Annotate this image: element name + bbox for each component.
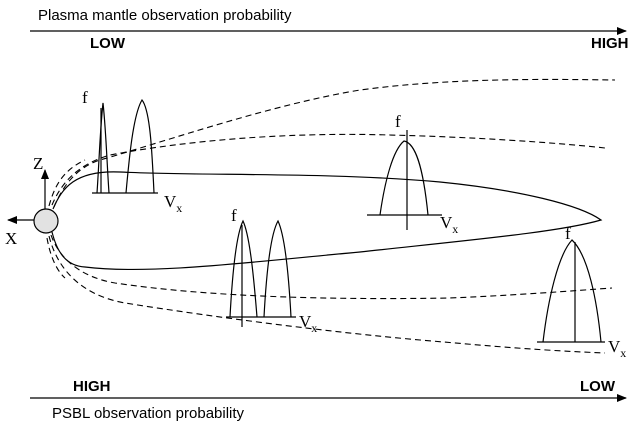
field-line-upper-outer <box>53 78 616 208</box>
field-line-upper-near <box>48 159 86 207</box>
dist3-v-label: Vx <box>299 312 317 335</box>
top-scale-title: Plasma mantle observation probability <box>38 7 292 24</box>
z-axis-label: Z <box>33 154 43 173</box>
dist3-f-label: f <box>231 206 237 225</box>
bottom-scale-high-label: HIGH <box>73 378 111 395</box>
dist1-peak-narrow <box>96 102 110 194</box>
dist4-v-label: Vx <box>608 337 626 360</box>
dist1-v-label: Vx <box>164 192 182 215</box>
bottom-scale-title: PSBL observation probability <box>52 405 245 422</box>
dist2-peak <box>379 140 429 216</box>
distribution-plot-near-earth: f Vx <box>82 88 182 215</box>
top-scale-low-label: LOW <box>90 35 126 52</box>
field-line-lower-outer <box>48 235 606 354</box>
plasma-sheet-boundary <box>51 171 603 271</box>
distribution-plot-psbl-middle: f Vx <box>226 206 317 335</box>
dist1-f-label: f <box>82 88 88 107</box>
dist2-v-label: Vx <box>440 213 458 236</box>
dist1-peak-wide <box>125 98 155 194</box>
field-line-lower-near <box>46 237 66 279</box>
bottom-scale-low-label: LOW <box>580 378 616 395</box>
x-axis-label: X <box>5 229 17 248</box>
earth-circle <box>33 208 59 234</box>
distribution-plot-far-tail: f Vx <box>537 224 626 360</box>
dist3-peak-left <box>229 219 258 318</box>
dist4-peak <box>542 239 602 343</box>
dist3-peak-right <box>263 219 292 318</box>
dist2-f-label: f <box>395 112 401 131</box>
field-line-lower-inner <box>50 234 613 300</box>
field-line-upper-inner <box>51 133 606 206</box>
top-scale-high-label: HIGH <box>591 35 629 52</box>
dist4-f-label: f <box>565 224 571 243</box>
distribution-plot-mid-tail-upper: f Vx <box>367 112 458 236</box>
